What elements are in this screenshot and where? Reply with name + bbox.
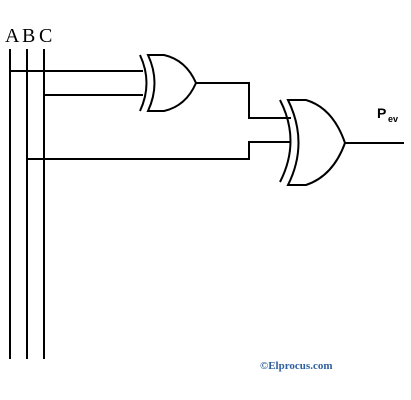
input-label-a: A	[5, 25, 20, 47]
output-label-subscript: ev	[388, 114, 398, 124]
output-label-main: P	[377, 105, 386, 121]
xor-gate-2	[279, 99, 347, 186]
watermark-text: ©Elprocus.com	[260, 360, 333, 372]
input-label-b: B	[22, 25, 35, 47]
input-label-c: C	[39, 25, 52, 47]
xor-gate-1	[139, 54, 198, 112]
wire-gate1-to-gate2	[195, 82, 291, 119]
wire-c-to-gate2	[26, 141, 291, 160]
